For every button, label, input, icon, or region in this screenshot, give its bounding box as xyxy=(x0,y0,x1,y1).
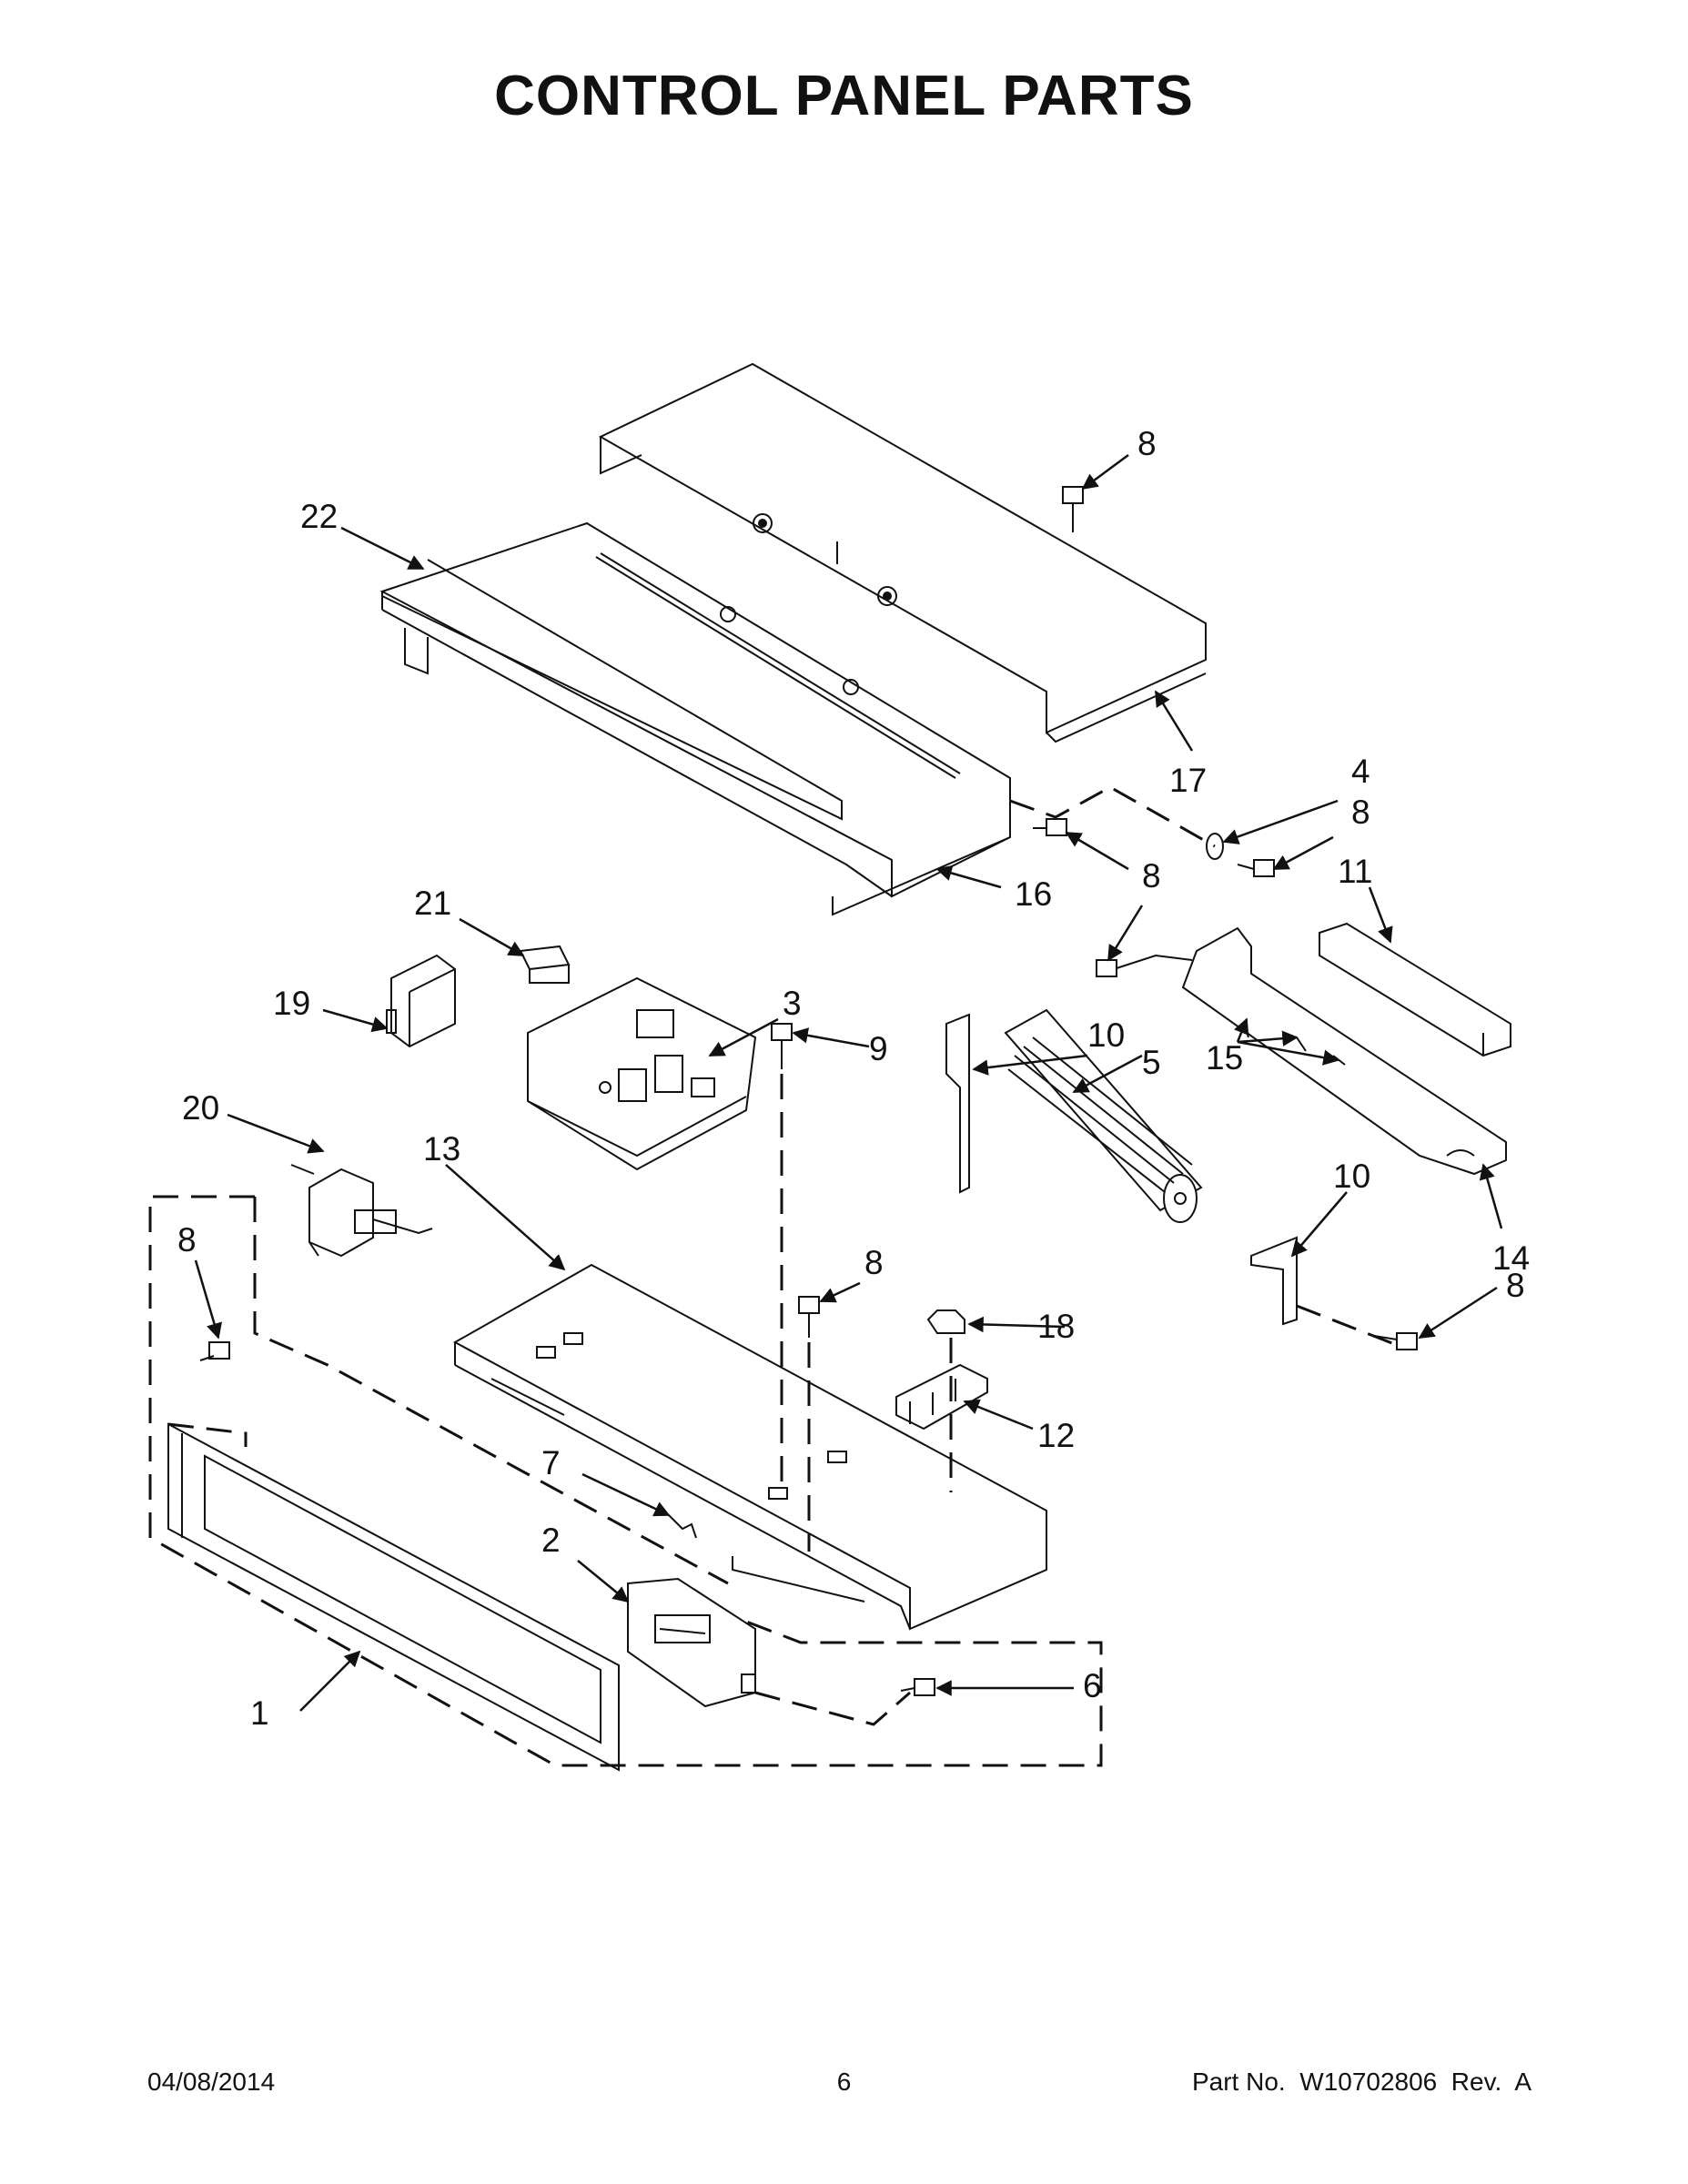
callout-12: 12 xyxy=(1037,1417,1075,1454)
callout-4: 4 xyxy=(1351,753,1370,790)
screw-8-frame xyxy=(798,1296,820,1338)
screw-9 xyxy=(771,1023,793,1069)
footer-page-number: 6 xyxy=(836,2068,852,2096)
part-10-bracket-b xyxy=(1250,1236,1298,1326)
footer-date: 04/08/2014 xyxy=(147,2068,276,2096)
part-2-electronic-control xyxy=(627,1577,756,1708)
callout-10: 10 xyxy=(1087,1016,1125,1054)
page-title: CONTROL PANEL PARTS xyxy=(494,65,1194,127)
part-14-bracket xyxy=(1181,926,1507,1176)
part-13-panel-frame xyxy=(452,1263,1047,1631)
callout-8: 8 xyxy=(1142,857,1161,895)
screw-8-housing xyxy=(1033,818,1067,836)
callout-5: 5 xyxy=(1142,1044,1161,1081)
assembly-dashed-lines xyxy=(148,785,1402,1767)
screw-8-right xyxy=(1373,1332,1418,1350)
part-16-housing xyxy=(379,521,1011,916)
callout-6: 6 xyxy=(1083,1667,1102,1704)
callout-20: 20 xyxy=(182,1089,219,1127)
part-19-relay xyxy=(386,954,456,1048)
callout-2: 2 xyxy=(541,1522,561,1559)
callout-18: 18 xyxy=(1037,1308,1075,1345)
screw-8-washer xyxy=(1237,859,1275,877)
part-1-front-panel xyxy=(167,1422,620,1772)
callout-8: 8 xyxy=(1137,425,1157,462)
screw-8-left xyxy=(199,1341,230,1361)
callout-21: 21 xyxy=(414,885,451,922)
callout-22: 22 xyxy=(300,498,338,535)
part-20-transformer xyxy=(290,1164,433,1258)
callout-10: 10 xyxy=(1333,1158,1370,1195)
part-3-board-tray xyxy=(527,976,757,1171)
callout-8: 8 xyxy=(864,1244,884,1281)
part-21-bracket xyxy=(519,945,571,984)
callout-8: 8 xyxy=(177,1221,197,1259)
callout-7: 7 xyxy=(541,1444,561,1481)
part-10-bracket-a xyxy=(945,1013,970,1194)
callout-14: 14 xyxy=(1492,1239,1530,1277)
screw-8-top xyxy=(1062,486,1084,532)
leader-arrows xyxy=(194,453,1503,1712)
part-22-strip xyxy=(381,559,843,821)
callout-13: 13 xyxy=(423,1130,460,1168)
part-18-nut xyxy=(926,1309,965,1334)
callout-8: 8 xyxy=(1506,1267,1525,1304)
screw-6 xyxy=(900,1678,935,1696)
part-12-terminal-block xyxy=(895,1363,988,1431)
callout-labels: 8 22 17 4 8 8 16 11 21 19 3 9 10 5 15 20… xyxy=(177,425,1530,1732)
part-11-strip xyxy=(1319,922,1511,1057)
callout-11: 11 xyxy=(1338,853,1372,890)
footer-part-number: Part No. W10702806 Rev. A xyxy=(1191,2068,1531,2096)
callout-9: 9 xyxy=(869,1030,888,1067)
callout-3: 3 xyxy=(783,985,802,1022)
callout-16: 16 xyxy=(1015,875,1052,913)
part-7-clip xyxy=(668,1514,697,1539)
callout-8: 8 xyxy=(1351,794,1370,831)
callout-17: 17 xyxy=(1169,762,1207,799)
callout-1: 1 xyxy=(250,1694,269,1732)
screw-8-bracket14 xyxy=(1096,954,1193,977)
callout-19: 19 xyxy=(273,985,310,1022)
part-17-rear-cover xyxy=(598,362,1207,743)
callout-15: 15 xyxy=(1206,1039,1243,1077)
